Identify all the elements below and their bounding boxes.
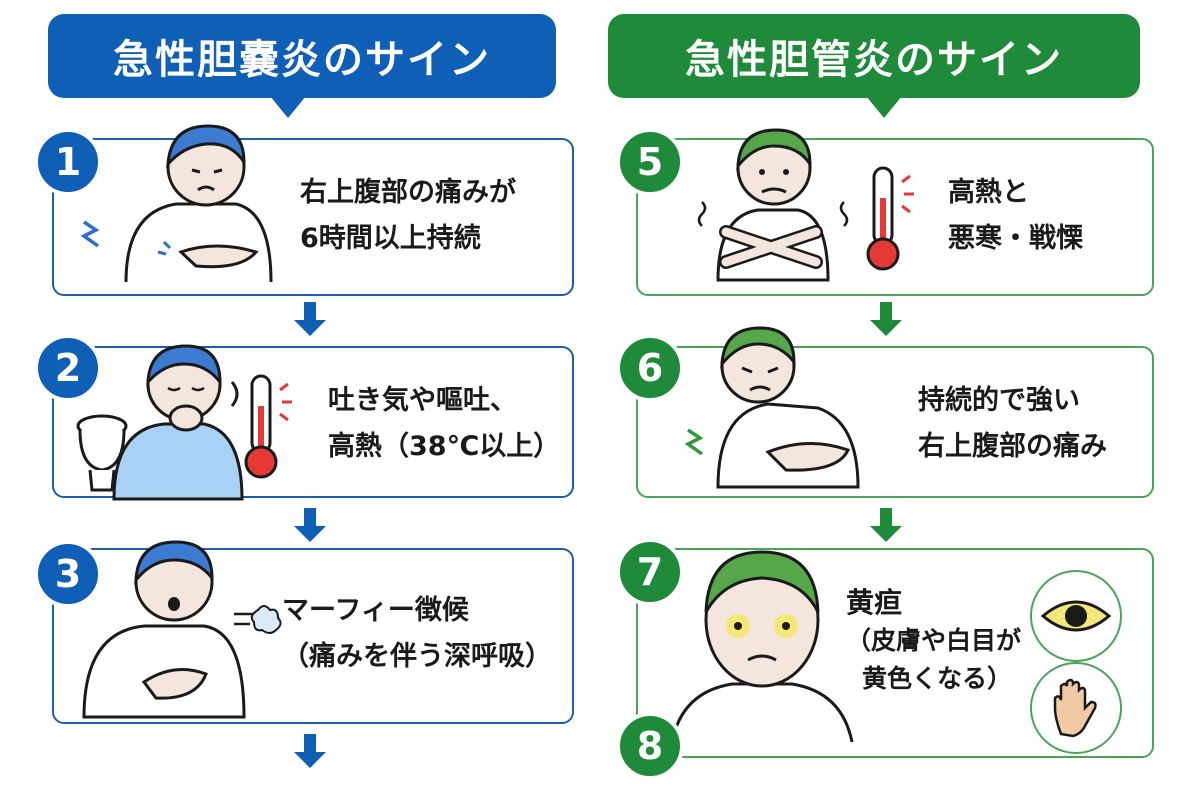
step-badge-5: 5 bbox=[616, 128, 684, 196]
step-badge-3-number: 3 bbox=[54, 552, 82, 596]
header-gallbladder: 急性胆嚢炎のサイン bbox=[48, 14, 556, 118]
step-card-1: 右上腹部の痛みが 6時間以上持続 bbox=[52, 124, 574, 296]
step-2-line-1: 吐き気や嘔吐、 bbox=[328, 385, 517, 416]
arrow-down-6 bbox=[870, 508, 902, 542]
step-badge-5-number: 5 bbox=[636, 140, 664, 184]
arrow-down-1 bbox=[294, 302, 326, 336]
step-text-3: マーフィー徴候 （痛みを伴う深呼吸） bbox=[282, 588, 552, 680]
step-text-5: 高熱と 悪寒・戦慄 bbox=[948, 170, 1083, 262]
step-1-line-2: 6時間以上持続 bbox=[300, 223, 481, 254]
eye-icon bbox=[1041, 600, 1111, 632]
arrow-down-5 bbox=[870, 302, 902, 336]
step-3-line-2: （痛みを伴う深呼吸） bbox=[282, 641, 552, 672]
step-text-2: 吐き気や嘔吐、 高熱（38℃以上） bbox=[328, 378, 560, 470]
step-card-6: 持続的で強い 右上腹部の痛み bbox=[636, 326, 1154, 498]
arrow-down-2 bbox=[294, 508, 326, 542]
step-1-line-1: 右上腹部の痛みが bbox=[300, 177, 516, 208]
eye-icon-circle bbox=[1030, 570, 1122, 662]
step-badge-6: 6 bbox=[616, 334, 684, 402]
step-7-line-1: 黄疸 bbox=[846, 586, 903, 619]
step-badge-3: 3 bbox=[34, 540, 102, 608]
step-text-1: 右上腹部の痛みが 6時間以上持続 bbox=[300, 170, 516, 262]
step-card-5: 高熱と 悪寒・戦慄 bbox=[636, 128, 1154, 296]
shivering-person-icon bbox=[697, 128, 849, 282]
step-badge-1: 1 bbox=[34, 128, 102, 196]
header-bile-duct-title: 急性胆管炎のサイン bbox=[685, 37, 1063, 83]
step-7-line-3: 黄色くなる） bbox=[862, 664, 1013, 693]
step-badge-7-number: 7 bbox=[636, 550, 664, 594]
step-2-line-2: 高熱（38℃以上） bbox=[328, 431, 561, 462]
step-text-6: 持続的で強い 右上腹部の痛み bbox=[918, 378, 1107, 470]
step-5-line-2: 悪寒・戦慄 bbox=[948, 223, 1083, 254]
step-6-line-1: 持続的で強い bbox=[918, 385, 1080, 416]
step-card-7: 黄疸 （皮膚や白目が 黄色くなる） bbox=[636, 548, 1154, 758]
hand-icon-circle bbox=[1030, 662, 1122, 754]
step-badge-2: 2 bbox=[34, 334, 102, 402]
step-badge-8-number: 8 bbox=[636, 724, 664, 768]
nausea-person-icon bbox=[112, 344, 244, 501]
step-text-7: 黄疸 （皮膚や白目が 黄色くなる） bbox=[846, 584, 1021, 698]
thermometer-icon bbox=[866, 166, 914, 271]
thermometer-icon bbox=[244, 374, 292, 479]
step-5-line-1: 高熱と bbox=[948, 177, 1029, 208]
pain-person-icon bbox=[684, 326, 860, 489]
step-card-3: マーフィー徴候 （痛みを伴う深呼吸） bbox=[52, 540, 574, 724]
step-badge-2-number: 2 bbox=[54, 346, 82, 390]
hand-icon bbox=[1053, 678, 1097, 738]
header-bile-duct: 急性胆管炎のサイン bbox=[608, 14, 1140, 118]
step-badge-1-number: 1 bbox=[54, 140, 82, 184]
arrow-down-3 bbox=[294, 734, 326, 768]
breath-icon bbox=[234, 605, 282, 634]
toilet-icon bbox=[76, 414, 128, 492]
header-gallbladder-title: 急性胆嚢炎のサイン bbox=[113, 37, 491, 83]
jaundice-person-icon bbox=[670, 550, 854, 743]
step-badge-7: 7 bbox=[616, 538, 684, 606]
step-badge-6-number: 6 bbox=[636, 346, 664, 390]
step-badge-8: 8 bbox=[616, 712, 684, 780]
pain-person-icon bbox=[80, 124, 273, 283]
step-card-2: 吐き気や嘔吐、 高熱（38℃以上） bbox=[52, 344, 574, 501]
step-3-line-1: マーフィー徴候 bbox=[282, 595, 469, 626]
chest-pain-person-icon bbox=[82, 540, 246, 719]
step-6-line-2: 右上腹部の痛み bbox=[918, 431, 1107, 462]
step-7-line-2: （皮膚や白目が bbox=[846, 626, 1022, 655]
